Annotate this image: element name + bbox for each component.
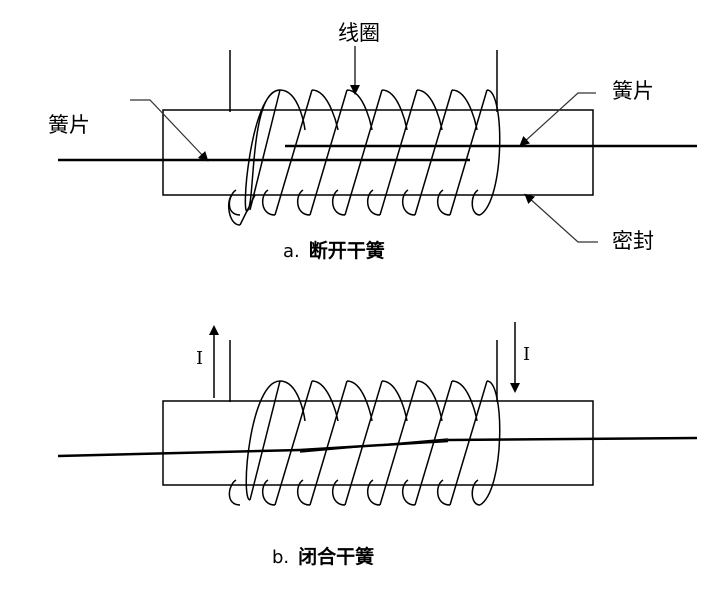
- coil-winding: [228, 380, 501, 506]
- label-coil: 线圈: [338, 21, 380, 45]
- label-seal: 密封: [612, 229, 654, 253]
- caption-b-prefix: b.: [272, 547, 289, 568]
- caption-a-title: 断开干簧: [309, 239, 385, 262]
- leader-seal: [524, 193, 598, 243]
- caption-b-title: 闭合干簧: [298, 545, 374, 568]
- label-current-right: I: [523, 344, 530, 365]
- caption-a-prefix: a.: [283, 241, 300, 262]
- reed-left: [57, 448, 301, 458]
- glass-seal-tube: [162, 109, 594, 196]
- coil-winding: [227, 89, 501, 226]
- reed-right-tip: [299, 438, 449, 453]
- leader-reed-right: [519, 92, 596, 147]
- label-current-left: I: [196, 348, 203, 369]
- leader-reed-left: [130, 99, 209, 162]
- caption-a: a. 断开干簧: [283, 239, 385, 262]
- label-reed-right: 簧片: [612, 79, 654, 103]
- diagram-open-reed: 线圈 簧片 簧片 密封 a. 断开干簧: [48, 21, 697, 262]
- label-reed-left: 簧片: [48, 113, 90, 137]
- caption-b: b. 闭合干簧: [272, 545, 374, 568]
- glass-seal-tube: [162, 400, 594, 486]
- reed-right: [447, 436, 698, 442]
- diagram-closed-reed: I I b. 闭合干簧: [57, 322, 698, 568]
